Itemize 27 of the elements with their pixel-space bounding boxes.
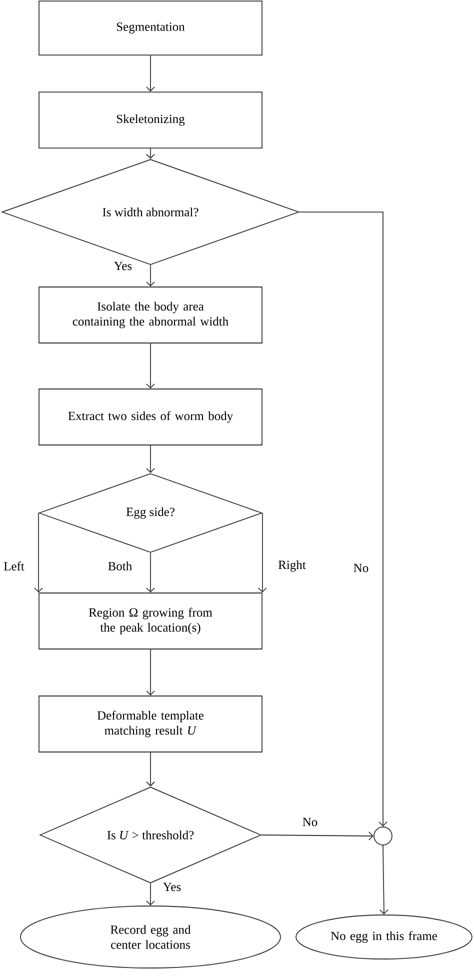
process-box: Deformable template matching result U (38, 696, 262, 752)
junction-circle (374, 826, 392, 846)
arrow (146, 552, 155, 593)
process-box: Segmentation (38, 0, 262, 56)
edge-label: Left (2, 560, 26, 572)
edge-label: No (352, 562, 370, 574)
process-box: Skeletonizing (38, 92, 262, 148)
process-box: Isolate the body area containing the abnormal width (38, 286, 262, 344)
arrow (146, 649, 155, 696)
arrow (146, 343, 155, 389)
arrow (34, 512, 43, 593)
edge-label: Yes (162, 882, 182, 892)
arrow (146, 883, 155, 906)
edge-label: Both (106, 560, 134, 572)
edge-label: Right (277, 559, 307, 573)
process-box: Region Ω growing from the peak location(s) (38, 592, 262, 650)
arrow (379, 845, 388, 915)
arrow (299, 212, 388, 827)
arrow (146, 445, 155, 474)
arrow (146, 752, 155, 787)
arrow (258, 512, 267, 593)
process-box: Extract two sides of worm body (38, 388, 262, 446)
arrow (261, 832, 374, 840)
arrow (146, 148, 155, 159)
arrow (146, 264, 155, 287)
edge-label: No (301, 816, 319, 828)
arrow (146, 55, 155, 92)
